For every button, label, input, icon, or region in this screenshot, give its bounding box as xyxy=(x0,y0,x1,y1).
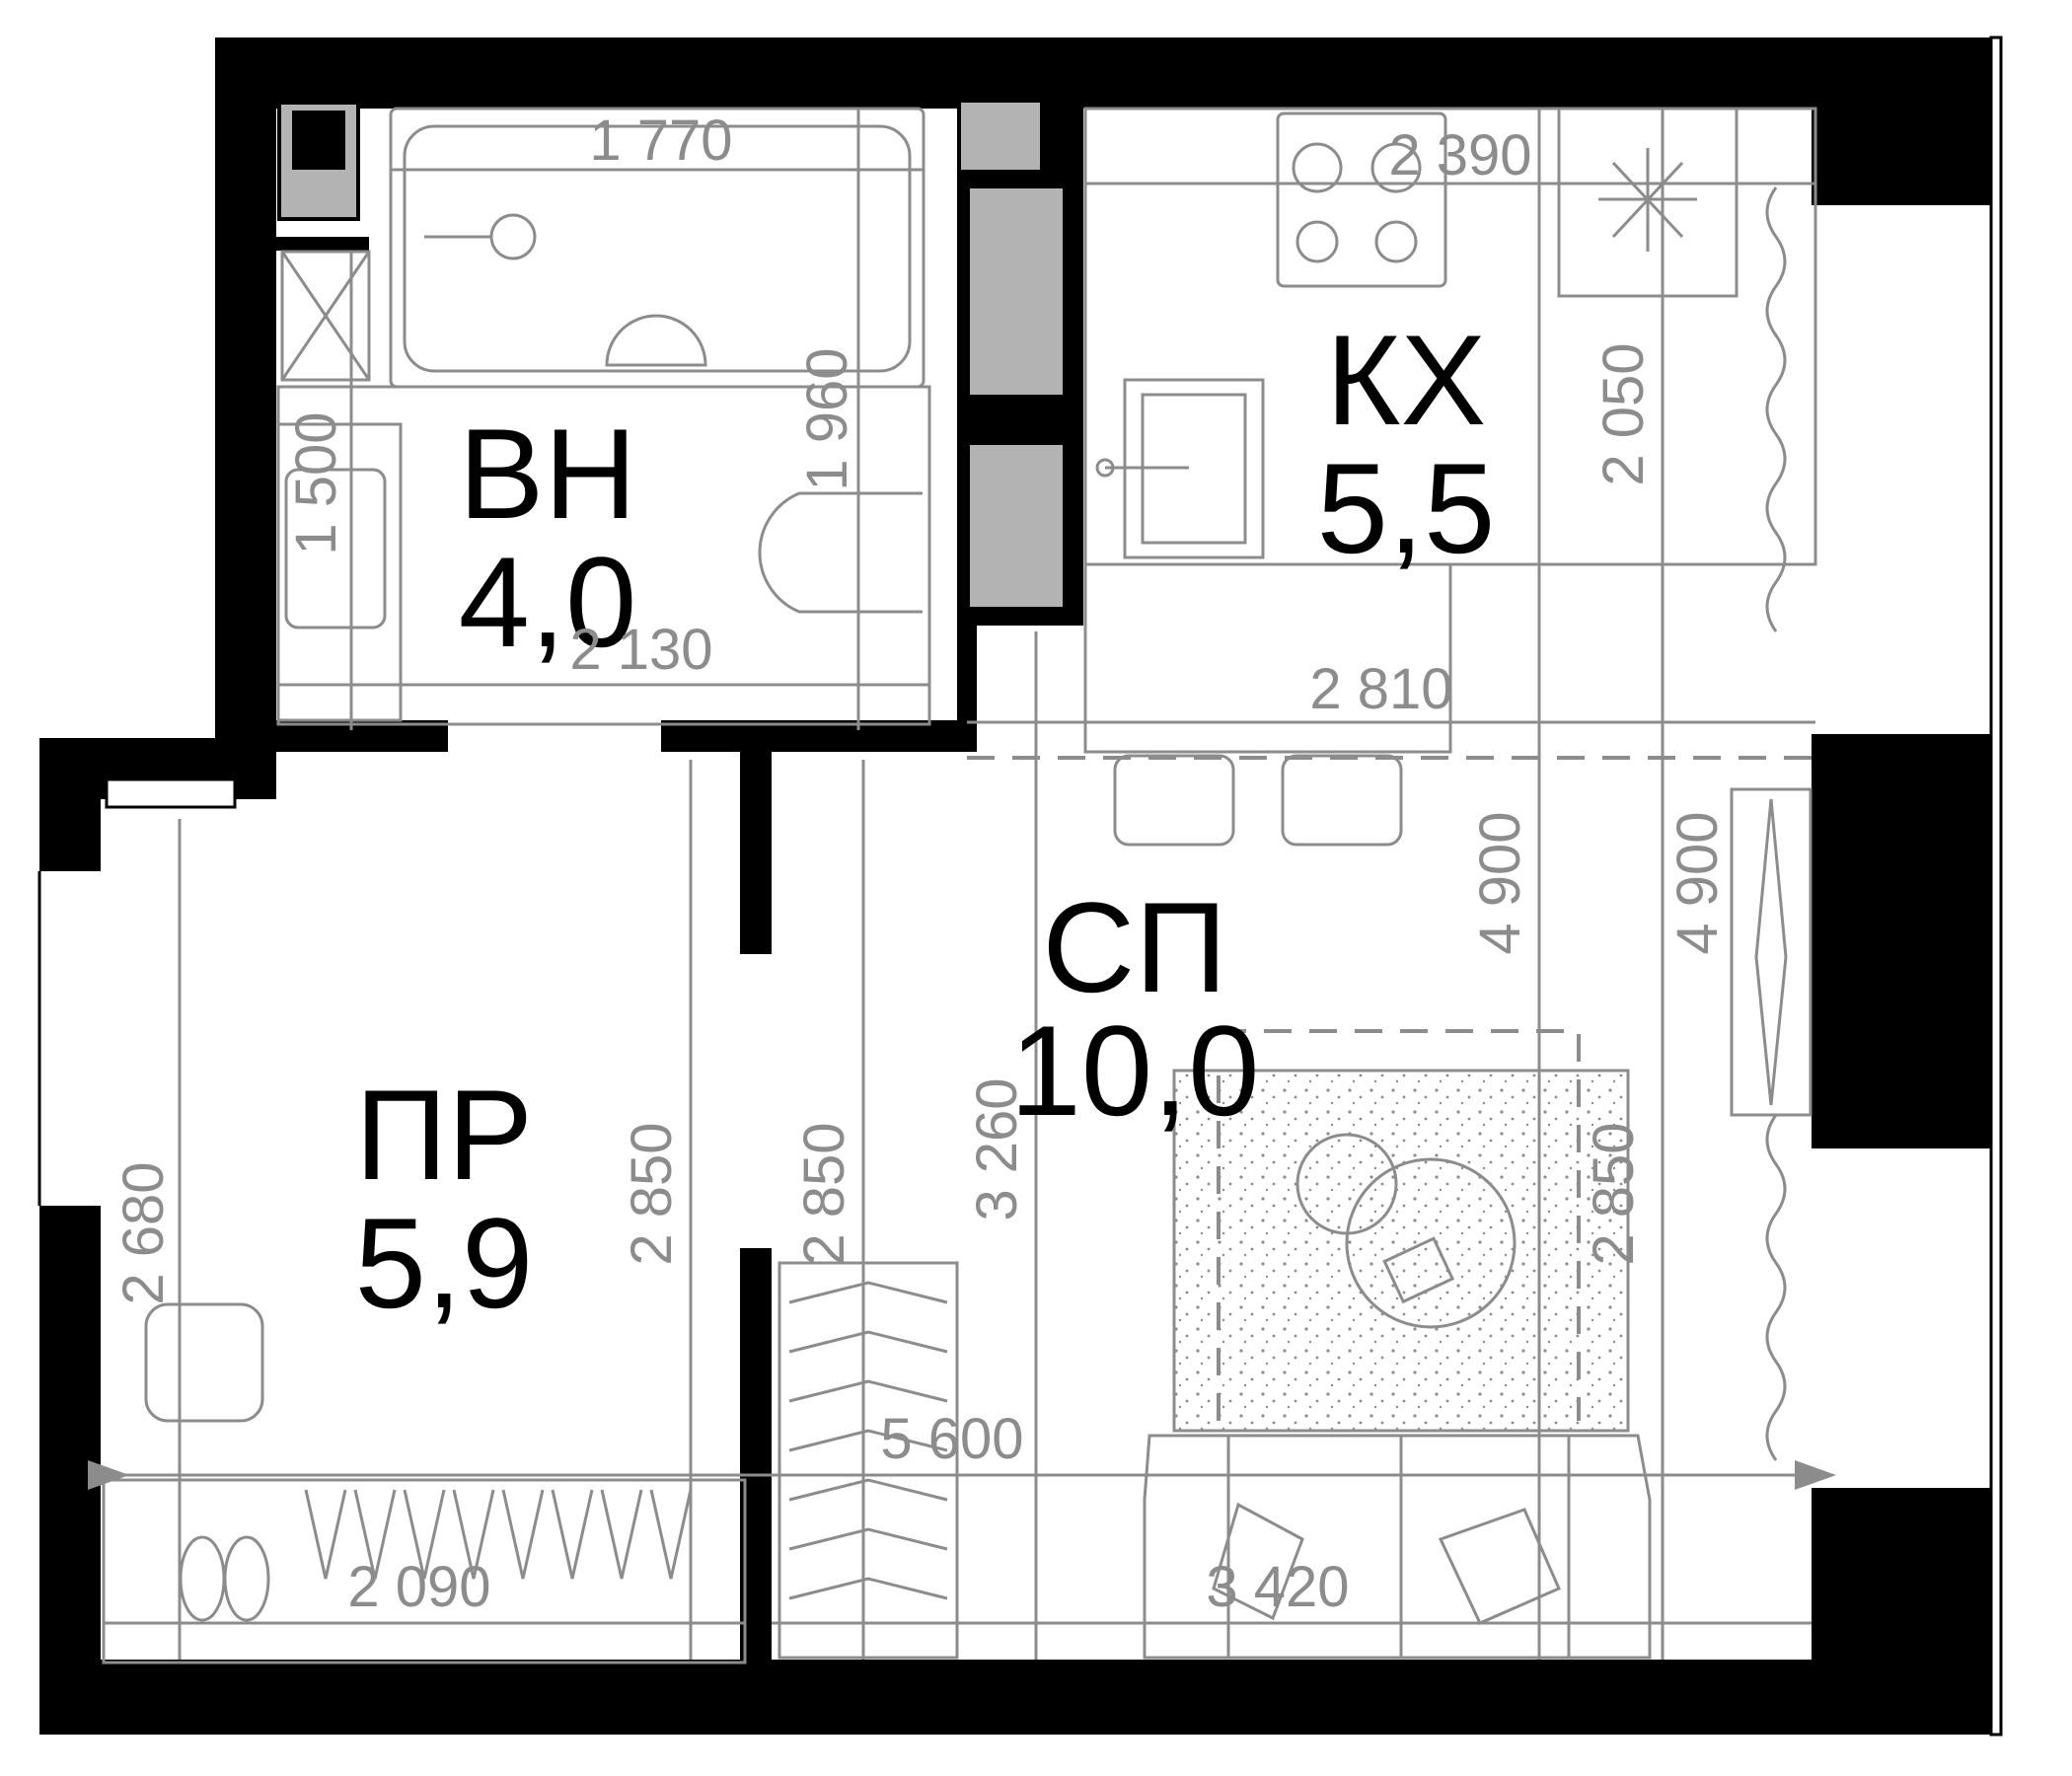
bathroom-fixtures xyxy=(276,107,931,726)
dim-bath-width: 2 130 xyxy=(569,618,712,682)
walls xyxy=(37,36,2003,1737)
room-code-kitchen: КХ xyxy=(1326,308,1486,452)
curtains xyxy=(1730,186,1813,1461)
dim-full-height-right: 4 900 xyxy=(1665,811,1730,954)
dimension-lines xyxy=(88,109,1836,1660)
dim-kitchen-width: 2 810 xyxy=(1309,657,1452,721)
room-label-living: СП 10,0 xyxy=(1009,875,1259,1143)
room-area-living: 10,0 xyxy=(1009,999,1259,1143)
dim-kitchen-side: 2 050 xyxy=(1591,342,1656,485)
dim-hall-width: 2 090 xyxy=(347,1555,490,1619)
dim-hall-height: 2 850 xyxy=(620,1122,684,1265)
dim-living-rug-height: 2 850 xyxy=(1582,1122,1646,1265)
dim-bath-tub-width: 1 770 xyxy=(589,109,732,173)
dim-hall-window-height: 2 680 xyxy=(111,1161,176,1304)
dim-bath-sink-depth: 1 500 xyxy=(284,411,348,555)
dim-partition-height: 3 260 xyxy=(965,1077,1029,1221)
room-area-hallway: 5,9 xyxy=(355,1191,534,1335)
dim-total-width: 5 600 xyxy=(880,1407,1023,1471)
room-label-bathroom: ВН 4,0 xyxy=(459,402,637,674)
room-label-hallway: ПР 5,9 xyxy=(355,1063,534,1335)
dim-bath-height: 1 960 xyxy=(795,347,859,490)
kitchen-fixtures xyxy=(1083,107,1817,847)
dim-wardrobe-height: 2 850 xyxy=(792,1122,856,1265)
room-code-bathroom: ВН xyxy=(459,402,637,546)
room-label-kitchen: КХ 5,5 xyxy=(1317,308,1496,580)
dim-kitchen-top: 2 390 xyxy=(1388,123,1531,187)
room-code-hallway: ПР xyxy=(355,1063,533,1207)
dim-full-height-inner: 4 900 xyxy=(1468,811,1532,954)
room-code-living: СП xyxy=(1042,875,1226,1019)
dimension-labels: 1 770 1 960 1 500 2 130 2 390 2 050 2 81… xyxy=(111,109,1730,1619)
room-area-bathroom: 4,0 xyxy=(459,530,637,674)
dim-living-width: 3 420 xyxy=(1206,1555,1349,1619)
room-area-kitchen: 5,5 xyxy=(1317,436,1496,580)
